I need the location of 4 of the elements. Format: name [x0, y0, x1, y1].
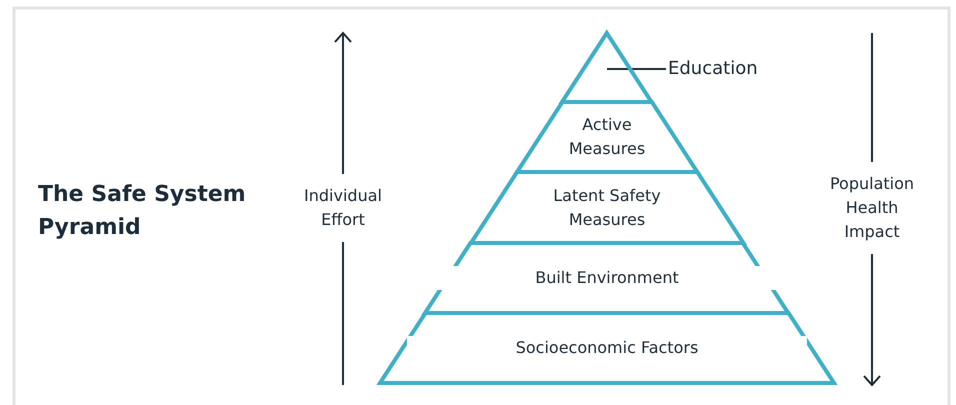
callout-text: Education	[668, 57, 788, 81]
axis-label: Population Health Impact	[828, 173, 916, 243]
axis-label: Individual Effort	[303, 185, 383, 231]
title: The Safe System Pyramid	[38, 181, 247, 242]
